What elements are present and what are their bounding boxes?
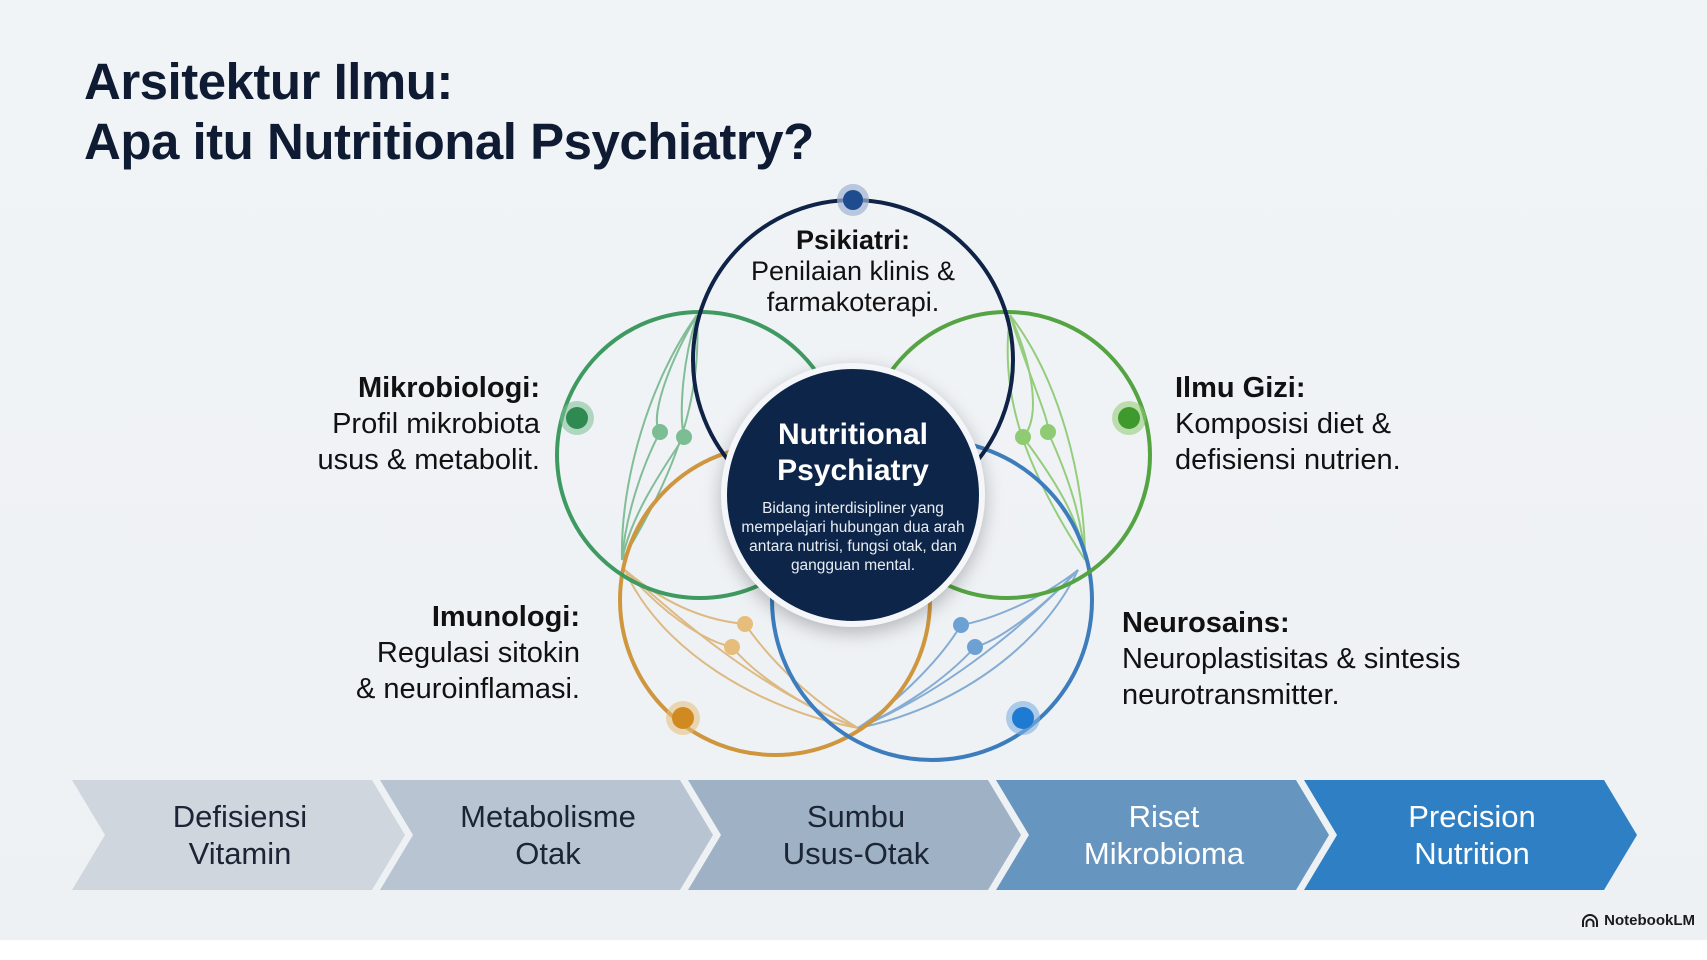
label-psikiatri-heading: Psikiatri: <box>795 225 911 255</box>
page-title: Arsitektur Ilmu: Apa itu Nutritional Psy… <box>84 52 814 172</box>
label-mikrobiologi-heading: Mikrobiologi: <box>357 372 540 404</box>
node-imunologi-small-2 <box>724 639 740 655</box>
label-mikrobiologi-line-2: usus & metabolit. <box>317 444 540 476</box>
title-line-2: Apa itu Nutritional Psychiatry? <box>84 113 814 170</box>
label-neurosains-line-1: Neuroplastisitas & sintesis <box>1122 643 1461 675</box>
timeline-step-4-line-2: Mikrobioma <box>1083 836 1245 871</box>
label-psikiatri: Psikiatri: Penilaian klinis & farmakoter… <box>723 225 983 318</box>
node-neurosains <box>1006 701 1040 735</box>
label-neurosains-heading: Neurosains: <box>1122 607 1290 639</box>
node-psikiatri <box>837 184 869 216</box>
core-title-line-2: Psychiatry <box>777 454 929 487</box>
label-ilmu-gizi-line-1: Komposisi diet & <box>1175 408 1391 440</box>
core-title-line-1: Nutritional <box>778 418 928 451</box>
chevron-shape-2 <box>380 780 713 890</box>
label-mikrobiologi-line-1: Profil mikrobiota <box>332 408 540 440</box>
timeline-step-2-line-1: Metabolisme <box>460 799 636 834</box>
node-mikrobiologi <box>560 401 594 435</box>
timeline-step-3-line-2: Usus-Otak <box>782 836 930 871</box>
node-imunologi <box>666 701 700 735</box>
node-neurosains-small-2 <box>967 639 983 655</box>
chevron-shape-4 <box>996 780 1329 890</box>
label-imunologi-heading: Imunologi: <box>431 601 580 633</box>
timeline-step-5-line-2: Nutrition <box>1414 836 1530 871</box>
label-imunologi-line-1: Regulasi sitokin <box>376 637 580 669</box>
label-psikiatri-line-1: Penilaian klinis & <box>750 256 956 286</box>
core-title: Nutritional Psychiatry <box>727 417 979 489</box>
core-description: Bidang interdisipliner yang mempelajari … <box>741 500 965 574</box>
timeline-step-1-line-2: Vitamin <box>188 836 292 871</box>
timeline-shapes <box>72 780 1637 890</box>
core-nutritional-psychiatry: Nutritional Psychiatry Bidang interdisip… <box>721 363 985 627</box>
node-mikrobiologi-small-2 <box>676 429 692 445</box>
label-neurosains: Neurosains: Neuroplastisitas & sintesis … <box>1122 605 1522 713</box>
notebooklm-logo-icon <box>1582 913 1599 927</box>
timeline-step-1-line-1: Defisiensi <box>172 799 308 834</box>
timeline-step-4-line-1: Riset <box>1128 799 1200 834</box>
label-psikiatri-line-2: farmakoterapi. <box>766 287 940 317</box>
brand-watermark: NotebookLM <box>1581 912 1695 929</box>
node-ilmu-gizi-small-1 <box>1015 429 1031 445</box>
label-mikrobiologi: Mikrobiologi: Profil mikrobiota usus & m… <box>240 370 540 478</box>
label-neurosains-line-2: neurotransmitter. <box>1122 679 1340 711</box>
timeline-step-3-line-1: Sumbu <box>806 799 906 834</box>
title-line-1: Arsitektur Ilmu: <box>84 53 453 110</box>
timeline-step-5-line-1: Precision <box>1408 799 1536 834</box>
node-imunologi-small-1 <box>737 616 753 632</box>
label-imunologi: Imunologi: Regulasi sitokin & neuroinfla… <box>280 599 580 707</box>
label-ilmu-gizi: Ilmu Gizi: Komposisi diet & defisiensi n… <box>1175 370 1495 478</box>
chevron-shape-5 <box>1304 780 1637 890</box>
node-mikrobiologi-small-1 <box>652 424 668 440</box>
timeline-step-2-line-2: Otak <box>515 836 581 871</box>
label-imunologi-line-2: & neuroinflamasi. <box>355 673 580 705</box>
node-ilmu-gizi-small-2 <box>1040 424 1056 440</box>
label-ilmu-gizi-heading: Ilmu Gizi: <box>1175 372 1306 404</box>
node-ilmu-gizi <box>1112 401 1146 435</box>
chevron-shape-3 <box>688 780 1021 890</box>
brand-label: NotebookLM <box>1604 912 1695 929</box>
label-ilmu-gizi-line-2: defisiensi nutrien. <box>1175 444 1401 476</box>
node-neurosains-small-1 <box>953 617 969 633</box>
chevron-shape-1 <box>72 780 405 890</box>
